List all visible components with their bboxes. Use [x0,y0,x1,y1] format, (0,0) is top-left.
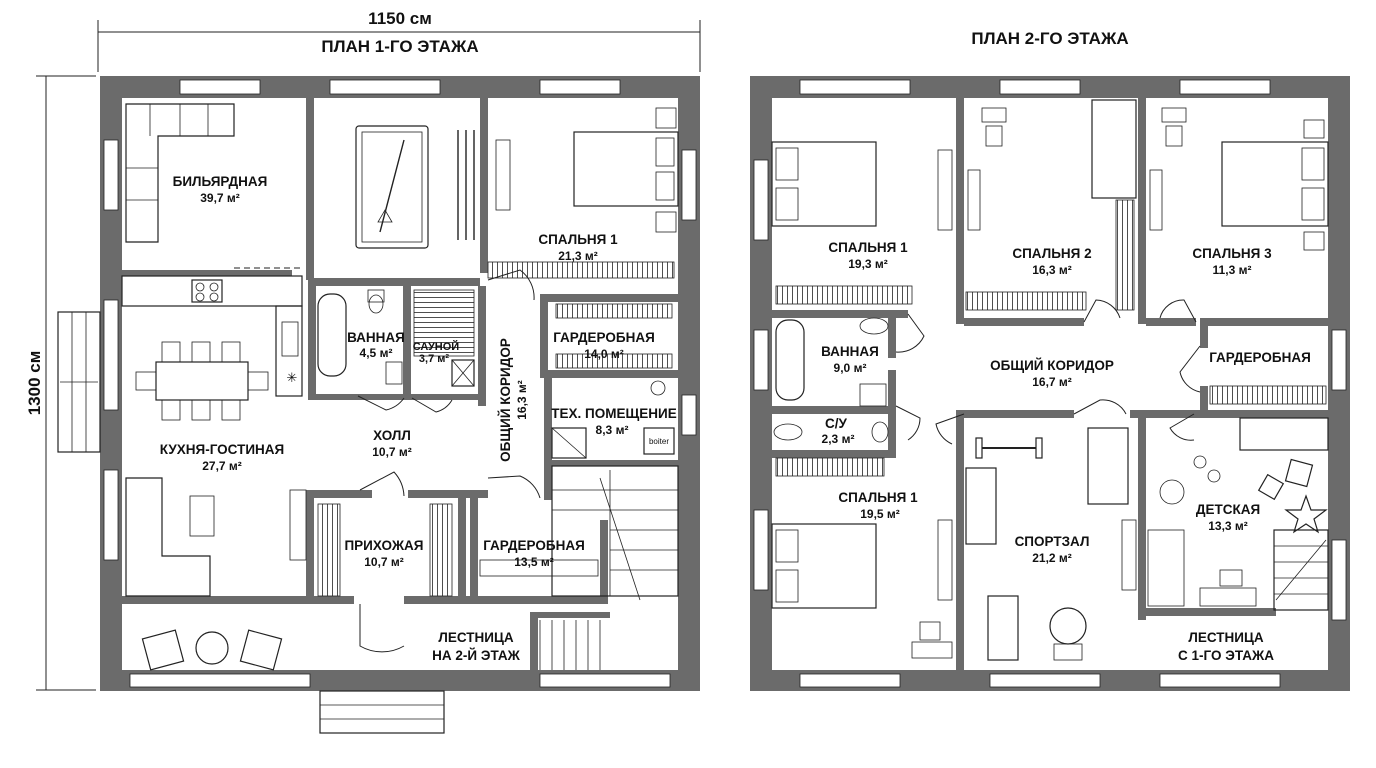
floor1-title: ПЛАН 1-ГО ЭТАЖА [321,37,478,56]
f2-bedroom3-name: СПАЛЬНЯ 3 [1192,246,1272,261]
hall-name: ХОЛЛ [373,428,411,443]
tech-room-name: ТЕХ. ПОМЕЩЕНИЕ [551,406,676,421]
f2-bedroom4-name: СПАЛЬНЯ 1 [838,490,918,505]
wardrobe2-name: ГАРДЕРОБНАЯ [483,538,585,553]
bedroom1-area: 21,3 м² [558,249,598,263]
stairs2-line2: С 1-ГО ЭТАЖА [1178,648,1274,663]
dimension-lines [36,20,701,691]
hall-area: 10,7 м² [372,445,412,459]
f2-kids-area: 13,3 м² [1208,519,1248,533]
f2-gym-name: СПОРТЗАЛ [1015,534,1090,549]
billiard-room-name: БИЛЬЯРДНАЯ [173,174,268,189]
height-dimension: 1300 см [25,351,44,416]
f2-wc-name: С/У [825,416,848,431]
floor1-furniture: ✳ boiter [57,103,679,734]
floor2-walls [750,76,1350,691]
bedroom1-name: СПАЛЬНЯ 1 [538,232,618,247]
entry-area: 10,7 м² [364,555,404,569]
bath-area: 4,5 м² [360,346,393,360]
f2-bedroom2-name: СПАЛЬНЯ 2 [1012,246,1091,261]
floor2-doors [895,299,1201,445]
f2-wardrobe-name: ГАРДЕРОБНАЯ [1209,350,1311,365]
corridor1-area: 16,3 м² [515,380,529,420]
width-dimension: 1150 см [368,9,432,28]
stairs1-line2: НА 2-Й ЭТАЖ [432,648,520,663]
f2-kids-name: ДЕТСКАЯ [1196,502,1260,517]
sauna-area: 3,7 м² [419,353,449,365]
f2-corridor-area: 16,7 м² [1032,375,1072,389]
f2-bath-name: ВАННАЯ [821,344,879,359]
floor1-walls [100,76,700,691]
f2-wc-area: 2,3 м² [822,432,855,446]
floor2-title: ПЛАН 2-ГО ЭТАЖА [971,29,1128,48]
stairs1-line1: ЛЕСТНИЦА [438,630,513,645]
f2-bath-area: 9,0 м² [834,361,867,375]
f2-bedroom1-name: СПАЛЬНЯ 1 [828,240,908,255]
boiler-label: boiter [649,437,669,446]
tech-room-area: 8,3 м² [596,423,629,437]
floor2-furniture [771,99,1329,661]
kitchen-area: 27,7 м² [202,459,242,473]
bath-name: ВАННАЯ [347,330,405,345]
billiard-room-area: 39,7 м² [200,191,240,205]
corridor1-name: ОБЩИЙ КОРИДОР [498,338,513,462]
sauna-name: САУНОЙ [413,340,460,353]
f2-bedroom2-area: 16,3 м² [1032,263,1072,277]
entry-name: ПРИХОЖАЯ [344,538,423,553]
wardrobe1-area: 14,0 м² [584,347,624,361]
svg-text:✳: ✳ [287,370,298,385]
f2-bedroom1-area: 19,3 м² [848,257,888,271]
f2-corridor-name: ОБЩИЙ КОРИДОР [990,358,1114,373]
stairs2-line1: ЛЕСТНИЦА [1188,630,1263,645]
wardrobe2-area: 13,5 м² [514,555,554,569]
f2-gym-area: 21,2 м² [1032,551,1072,565]
f2-bedroom4-area: 19,5 м² [860,507,900,521]
f2-bedroom3-area: 11,3 м² [1213,263,1252,277]
kitchen-name: КУХНЯ-ГОСТИНАЯ [160,442,284,457]
wardrobe1-name: ГАРДЕРОБНАЯ [553,330,655,345]
floor1-doors [357,269,541,653]
